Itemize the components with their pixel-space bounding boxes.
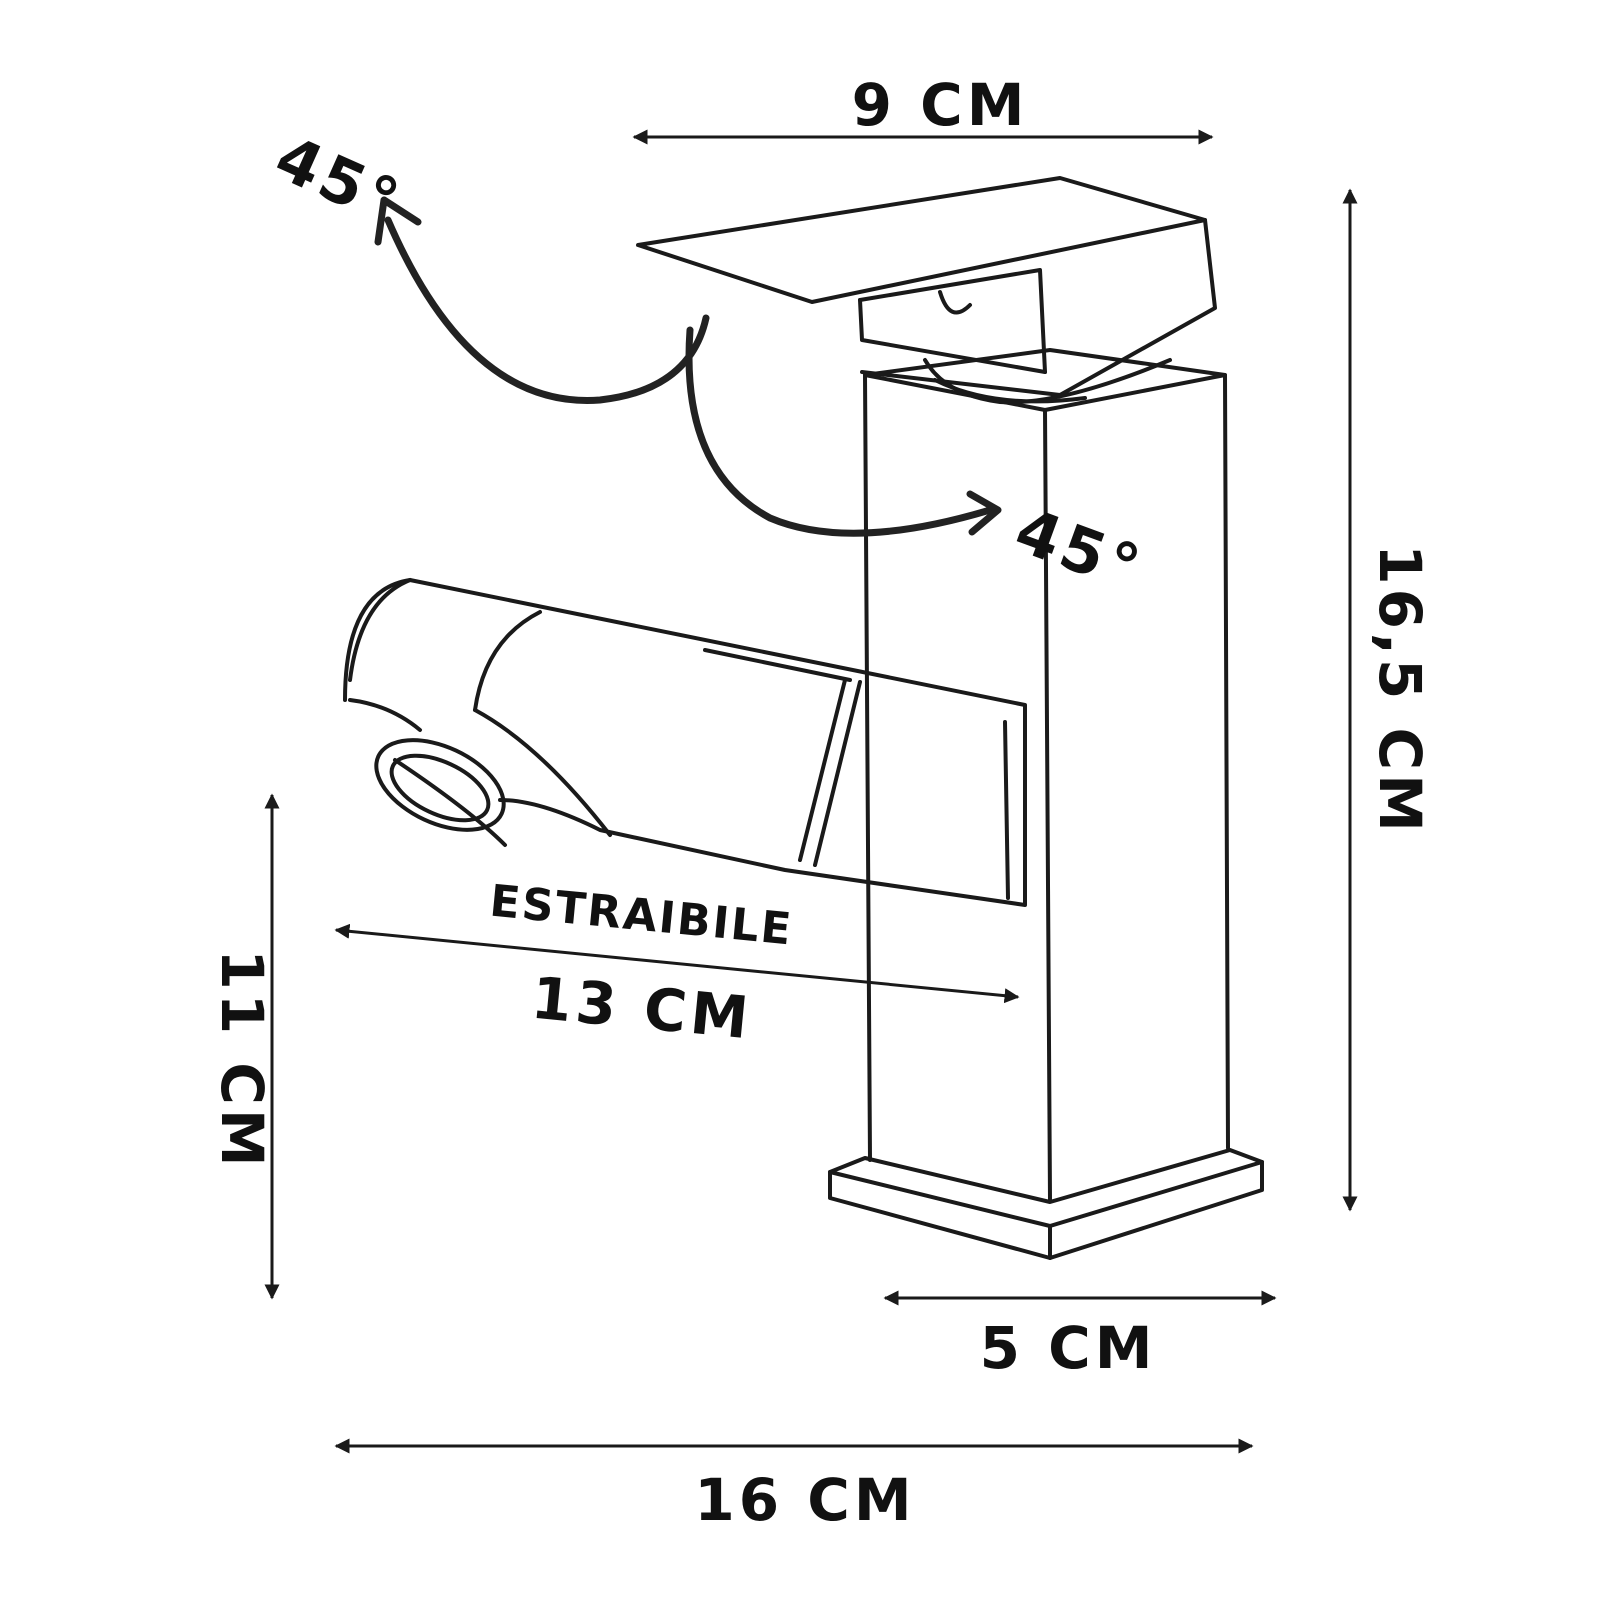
label-spout-height: 11 CM xyxy=(208,949,276,1170)
label-total-height: 16,5 CM xyxy=(1366,544,1434,836)
rotation-arrow-right xyxy=(685,326,994,537)
arrowhead-left xyxy=(374,196,422,246)
spout-aerator xyxy=(374,738,507,847)
label-angle-right: 45° xyxy=(1006,493,1152,606)
faucet-drawing xyxy=(343,176,1264,1260)
label-total-depth: 16 CM xyxy=(694,1466,915,1534)
dimension-lines xyxy=(264,129,1358,1454)
label-handle-width: 9 CM xyxy=(852,71,1029,139)
faucet-base xyxy=(828,1148,1264,1260)
faucet-handle xyxy=(636,176,1217,397)
dim-line-pullout xyxy=(334,923,1020,1004)
arrowhead-right xyxy=(966,490,1002,536)
label-pullout-length: 13 CM xyxy=(529,964,756,1053)
label-angle-left: 45° xyxy=(265,121,413,240)
label-base-width: 5 CM xyxy=(980,1314,1157,1382)
rotation-arrow-left xyxy=(384,216,710,404)
rotation-arrows xyxy=(374,196,1002,537)
labels: 9 CM 16,5 CM 11 CM 5 CM 16 CM ESTRAIBILE… xyxy=(208,71,1434,1534)
label-pullout: ESTRAIBILE xyxy=(488,876,796,956)
faucet-body xyxy=(863,348,1230,1202)
faucet-collar xyxy=(923,358,1172,405)
faucet-spout xyxy=(343,578,1027,907)
